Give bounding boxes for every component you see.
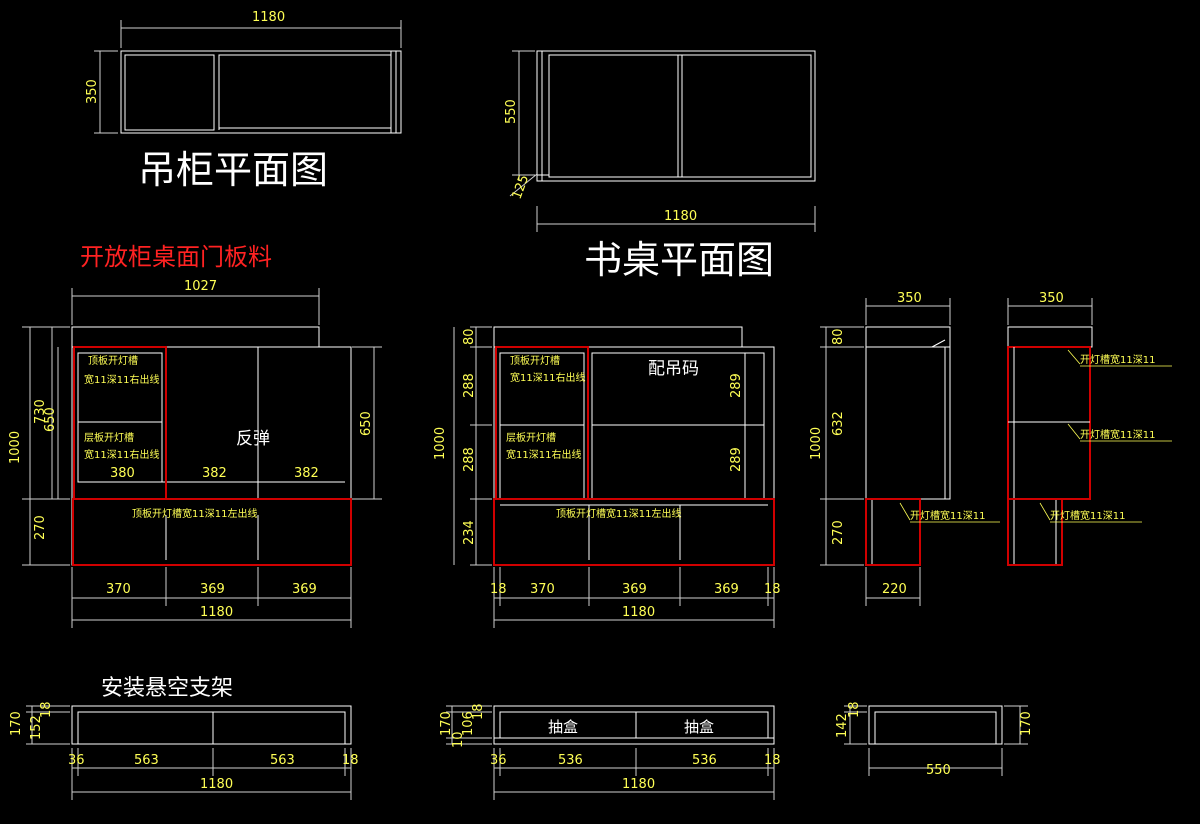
note-top-slot-b: 宽11深11右出线 xyxy=(84,373,159,386)
note-slot-1: 开灯槽宽11深11 xyxy=(910,509,985,522)
dim-e2-h-total: 1000 xyxy=(433,427,448,460)
dim-desk-depth: 550 xyxy=(504,99,519,124)
dim-d1-total: 1180 xyxy=(200,777,233,792)
note-slot-3: 开灯槽宽11深11 xyxy=(1080,428,1155,441)
dim-e2-l: 18 xyxy=(490,582,507,597)
dim-d1-b: 563 xyxy=(270,753,295,768)
dim-d2-total: 1180 xyxy=(622,777,655,792)
dim-s1-total: 1000 xyxy=(809,427,824,460)
dim-e1-upper: 730 xyxy=(33,399,48,424)
dim-d1-h: 170 xyxy=(9,711,24,736)
dim-e2-h3: 234 xyxy=(462,520,477,545)
dim-d2-r: 18 xyxy=(764,753,781,768)
side-section-2: 开灯槽宽11深11 开灯槽宽11深11 开灯槽宽11深11 350 xyxy=(1007,291,1172,566)
note-shelf-slot-b: 宽11深11右出线 xyxy=(84,448,159,461)
dim-s1-w: 350 xyxy=(897,291,922,306)
dim-e1-w2: 382 xyxy=(202,466,227,481)
detail-3: 142 18 170 550 xyxy=(835,701,1034,778)
label-rebound: 反弹 xyxy=(236,429,270,449)
dim-wc-depth: 350 xyxy=(85,79,100,104)
dim-d2-b: 536 xyxy=(692,753,717,768)
dim-e1-b2: 369 xyxy=(200,582,225,597)
note-top-slot-left: 顶板开灯槽宽11深11左出线 xyxy=(132,507,257,520)
dim-d3-h2: 18 xyxy=(847,701,862,718)
dim-d2-l: 36 xyxy=(490,753,507,768)
dim-e2-h-top: 80 xyxy=(462,328,477,345)
dim-d1-r: 18 xyxy=(342,753,359,768)
dim-e2-b3: 369 xyxy=(714,582,739,597)
dim-d3-r: 170 xyxy=(1019,711,1034,736)
dim-d2-h3: 106 xyxy=(461,711,476,736)
dim-e2-b1: 370 xyxy=(530,582,555,597)
dim-d1-a: 563 xyxy=(134,753,159,768)
dim-e1-lower: 270 xyxy=(33,515,48,540)
note-e2-top-slot-b: 宽11深11右出线 xyxy=(510,371,585,384)
dim-e1-w1: 380 xyxy=(110,466,135,481)
dim-e2-r: 18 xyxy=(764,582,781,597)
dim-e1-top: 1027 xyxy=(184,279,217,294)
install-note: 安装悬空支架 xyxy=(101,676,233,701)
dim-e1-upper2: 650 xyxy=(43,407,58,432)
dim-d2-h2: 10 xyxy=(451,731,466,748)
detail-2: 抽盒 抽盒 170 10 106 18 36 536 536 18 1180 xyxy=(439,703,781,800)
title-wall-cabinet-plan: 吊柜平面图 xyxy=(138,148,328,192)
side-section-1: 开灯槽宽11深11 350 1000 80 632 270 220 xyxy=(809,291,1000,606)
dim-e2-h2: 288 xyxy=(462,447,477,472)
note-shelf-slot-a: 层板开灯槽 xyxy=(84,431,134,444)
dim-d2-h: 170 xyxy=(439,711,454,736)
desk-plan: 550 125 1180 书桌平面图 xyxy=(504,50,816,282)
label-drawer-1: 抽盒 xyxy=(548,718,578,736)
dim-d2-h4: 18 xyxy=(471,703,486,720)
dim-s1-mid: 632 xyxy=(831,411,846,436)
dim-d1-h3: 18 xyxy=(39,701,54,718)
dim-s1-low: 270 xyxy=(831,520,846,545)
elevation-1: 顶板开灯槽 宽11深11右出线 层板开灯槽 宽11深11右出线 反弹 顶板开灯槽… xyxy=(8,279,382,628)
dim-d3-h: 142 xyxy=(835,713,850,738)
note-e2-top-slot-a: 顶板开灯槽 xyxy=(510,354,560,367)
dim-e1-total: 1180 xyxy=(200,605,233,620)
title-desk-plan: 书桌平面图 xyxy=(584,238,774,282)
dim-e1-w3: 382 xyxy=(294,466,319,481)
dim-d2-a: 536 xyxy=(558,753,583,768)
note-e2-top-slot-left: 顶板开灯槽宽11深11左出线 xyxy=(556,507,681,520)
wall-cabinet-plan: 1180 350 吊柜平面图 xyxy=(85,10,402,192)
dim-e1-right: 650 xyxy=(359,411,374,436)
note-slot-4: 开灯槽宽11深11 xyxy=(1050,509,1125,522)
dim-e2-total: 1180 xyxy=(622,605,655,620)
dim-desk-corner: 125 xyxy=(510,173,533,201)
label-drawer-2: 抽盒 xyxy=(684,718,714,736)
dim-e1-b3: 369 xyxy=(292,582,317,597)
dim-d1-l: 36 xyxy=(68,753,85,768)
dim-s2-w: 350 xyxy=(1039,291,1064,306)
dim-e1-height: 1000 xyxy=(8,431,23,464)
dim-d3-w: 550 xyxy=(926,763,951,778)
note-top-slot-a: 顶板开灯槽 xyxy=(88,354,138,367)
dim-wc-width: 1180 xyxy=(252,10,285,25)
dim-s1-top: 80 xyxy=(831,328,846,345)
note-e2-shelf-slot-b: 宽11深11右出线 xyxy=(506,448,581,461)
dim-s1-base: 220 xyxy=(882,582,907,597)
note-e2-shelf-slot-a: 层板开灯槽 xyxy=(506,431,556,444)
label-hanging-code: 配吊码 xyxy=(648,359,699,379)
dim-desk-width: 1180 xyxy=(664,209,697,224)
dim-d1-h2: 152 xyxy=(29,715,44,740)
dim-e2-h1: 288 xyxy=(462,373,477,398)
dim-e1-b1: 370 xyxy=(106,582,131,597)
note-slot-2: 开灯槽宽11深11 xyxy=(1080,353,1155,366)
elevation-2: 顶板开灯槽 宽11深11右出线 层板开灯槽 宽11深11右出线 配吊码 顶板开灯… xyxy=(433,326,781,628)
dim-e2-r2: 289 xyxy=(729,447,744,472)
dim-e2-b2: 369 xyxy=(622,582,647,597)
detail-1: 170 152 18 36 563 563 18 1180 xyxy=(9,701,359,800)
dim-e2-r1: 289 xyxy=(729,373,744,398)
material-heading: 开放柜桌面门板料 xyxy=(80,243,272,271)
